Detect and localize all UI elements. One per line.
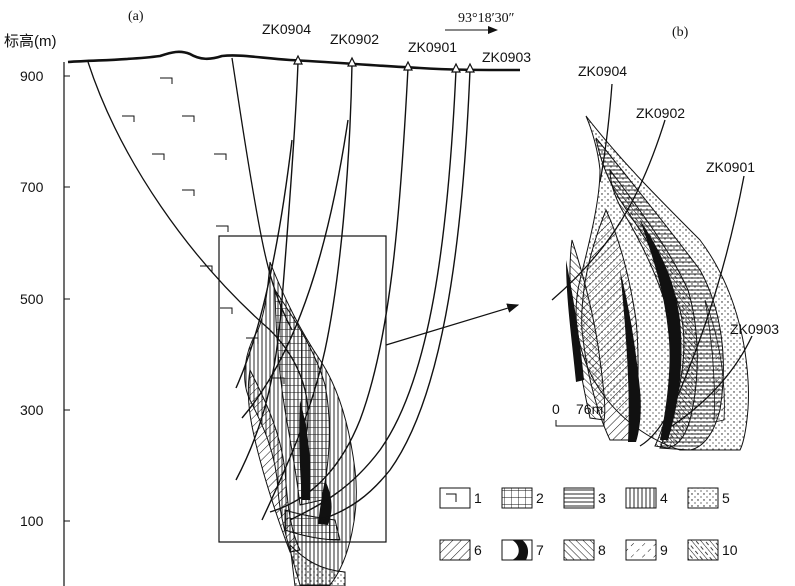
legend-item-8: 8 [563,539,606,561]
legend: 1 2 3 4 5 6 7 8 [439,487,738,561]
drillhole-b-zk0904: ZK0904 [578,63,627,79]
legend-item-5: 5 [687,487,730,509]
drillhole-b-zk0901-line [639,175,745,447]
legend-num-3: 3 [598,490,606,506]
legend-num-2: 2 [536,490,544,506]
y-tick-500: 500 [20,291,44,307]
panel-a-label: (a) [128,9,144,24]
host-rock-symbols [122,77,285,384]
drillhole-zk0904-branch [235,139,293,389]
drillhole-b-zk0902-line [551,119,666,301]
legend-num-10: 10 [722,542,738,558]
drillhole-zk0902-branch [241,119,349,419]
legend-item-6: 6 [439,539,482,561]
drillhole-zk0903-trace-1 [289,69,457,521]
drillhole-b-zk0903: ZK0903 [730,321,779,337]
scale-bar-zero: 0 [552,401,560,417]
y-tick-100: 100 [20,513,44,529]
drillhole-a-zk0903: ZK0903 [482,49,531,65]
legend-item-2: 2 [501,487,544,509]
legend-item-7: 7 [501,539,544,561]
drillhole-b-zk0903-line [671,335,753,427]
y-axis: 900 700 500 300 100 [20,62,70,586]
drillhole-a-zk0901: ZK0901 [408,39,457,55]
drillhole-a-zk0902: ZK0902 [330,31,379,47]
drillhole-zk0902-trace [261,63,353,521]
drillhole-b-zk0901: ZK0901 [706,159,755,175]
drillhole-b-zk0904-line [599,83,613,183]
legend-num-5: 5 [722,490,730,506]
drillhole-zk0903-trace-2 [319,69,471,521]
coordinate-label: 93°18′30″ [458,11,515,26]
legend-item-9: 9 [625,539,668,561]
legend-num-1: 1 [474,490,482,506]
scale-bar: 0 76m [552,401,605,427]
orebody-section-b [566,115,749,451]
legend-item-10: 10 [687,539,738,561]
drillhole-zk0904-trace [235,61,299,481]
scale-bar-length: 76m [576,401,603,417]
drillhole-collar-markers [293,54,475,73]
ground-surface [67,50,521,72]
drillhole-a-zk0904: ZK0904 [262,21,311,37]
legend-num-6: 6 [474,542,482,558]
legend-num-7: 7 [536,542,544,558]
drillhole-zk0901-trace [269,67,409,513]
legend-num-4: 4 [660,490,668,506]
drillholes-b [551,83,753,447]
y-tick-700: 700 [20,179,44,195]
y-tick-900: 900 [20,68,44,84]
legend-num-8: 8 [598,542,606,558]
y-tick-300: 300 [20,402,44,418]
y-axis-label: 标高(m) [4,33,57,50]
drillholes-a [235,61,471,521]
legend-num-9: 9 [660,542,668,558]
detail-connector-arrow [385,303,520,346]
drillhole-b-zk0902: ZK0902 [636,105,685,121]
legend-item-3: 3 [563,487,606,509]
legend-item-1: 1 [439,487,482,509]
panel-b-label: (b) [672,25,689,40]
legend-item-4: 4 [625,487,668,509]
